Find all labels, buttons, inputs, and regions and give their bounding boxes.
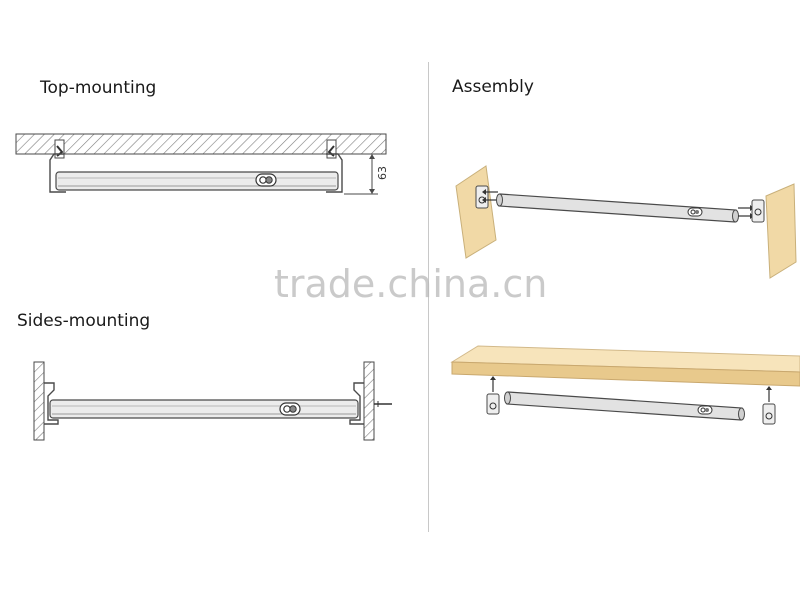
panel-divider [428, 62, 429, 532]
wood-panel-right [765, 183, 797, 279]
wood-shelf [450, 345, 800, 387]
watermark: trade.china.cn [274, 262, 548, 306]
sensor-switch-icon [687, 207, 703, 217]
sides-mounting-title: Sides-mounting [17, 311, 151, 331]
top-mounting-title: Top-mounting [40, 78, 157, 98]
mounting-clip-icon [486, 376, 500, 415]
light-rod [496, 193, 739, 223]
sensor-switch-icon [255, 173, 277, 187]
dimension-marker [340, 153, 378, 195]
light-rod [504, 391, 745, 421]
side-wall-right [363, 361, 375, 441]
end-bracket [349, 382, 364, 425]
side-wall-left [33, 361, 45, 441]
end-bracket [49, 153, 66, 193]
mounting-clip-icon [751, 199, 765, 223]
ceiling-board [15, 133, 387, 155]
sensor-switch-icon [279, 402, 301, 416]
mounting-clip-icon [762, 386, 776, 425]
end-bracket [44, 382, 59, 425]
sensor-switch-icon [697, 405, 713, 415]
end-bracket [326, 153, 343, 193]
assembly-title: Assembly [452, 77, 534, 97]
